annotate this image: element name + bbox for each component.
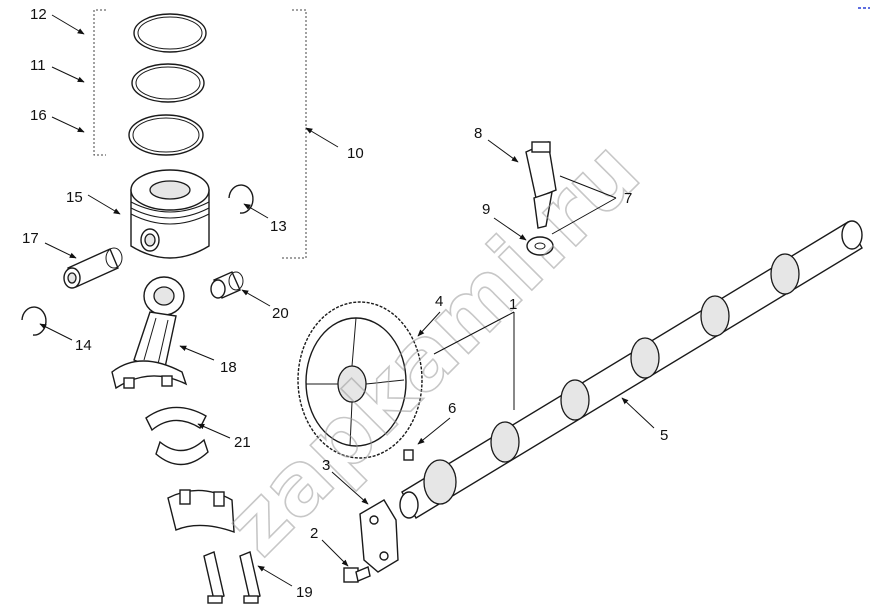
callout-1: 1	[509, 296, 517, 313]
callout-15: 15	[66, 189, 83, 206]
injector-washer	[526, 236, 554, 256]
callouts: 1 2 3 4 5 6 7 8 9 10 11 12 13 14 15 16 1…	[22, 6, 668, 601]
rod-bolt-right	[239, 551, 261, 604]
injector	[525, 140, 557, 229]
ring-kit-bracket	[93, 9, 307, 259]
callout-2: 2	[310, 525, 318, 542]
rod-cap	[167, 489, 235, 534]
callout-5: 5	[660, 427, 668, 444]
callout-20: 20	[272, 305, 289, 322]
bearing-shell-lower	[155, 438, 209, 466]
callout-12: 12	[30, 6, 47, 23]
callout-21: 21	[234, 434, 251, 451]
piston-ring-oil	[128, 114, 204, 156]
circlip-14	[21, 306, 47, 336]
thrust-plate	[359, 499, 399, 573]
thrust-bolt	[343, 566, 371, 583]
callout-10: 10	[347, 145, 364, 162]
bearing-shell-upper	[145, 406, 207, 432]
callout-17: 17	[22, 230, 39, 247]
piston-ring-top	[133, 13, 207, 53]
camshaft	[399, 220, 863, 519]
piston-pin	[63, 247, 123, 289]
callout-18: 18	[220, 359, 237, 376]
callout-13: 13	[270, 218, 287, 235]
circlip-13	[228, 184, 254, 214]
connecting-rod	[111, 276, 188, 390]
piston	[130, 169, 210, 259]
callout-8: 8	[474, 125, 482, 142]
key	[403, 449, 414, 461]
callout-11: 11	[30, 57, 46, 74]
callout-3: 3	[322, 457, 330, 474]
rod-bolt-left	[203, 551, 225, 604]
bushing	[210, 271, 244, 299]
callout-16: 16	[30, 107, 47, 124]
callout-7: 7	[624, 190, 632, 207]
piston-ring-second	[131, 63, 205, 103]
leader-lines	[39, 14, 655, 587]
callout-14: 14	[75, 337, 92, 354]
callout-9: 9	[482, 201, 490, 218]
callout-4: 4	[435, 293, 443, 310]
callout-6: 6	[448, 400, 456, 417]
callout-19: 19	[296, 584, 313, 601]
cam-gear	[297, 301, 423, 459]
